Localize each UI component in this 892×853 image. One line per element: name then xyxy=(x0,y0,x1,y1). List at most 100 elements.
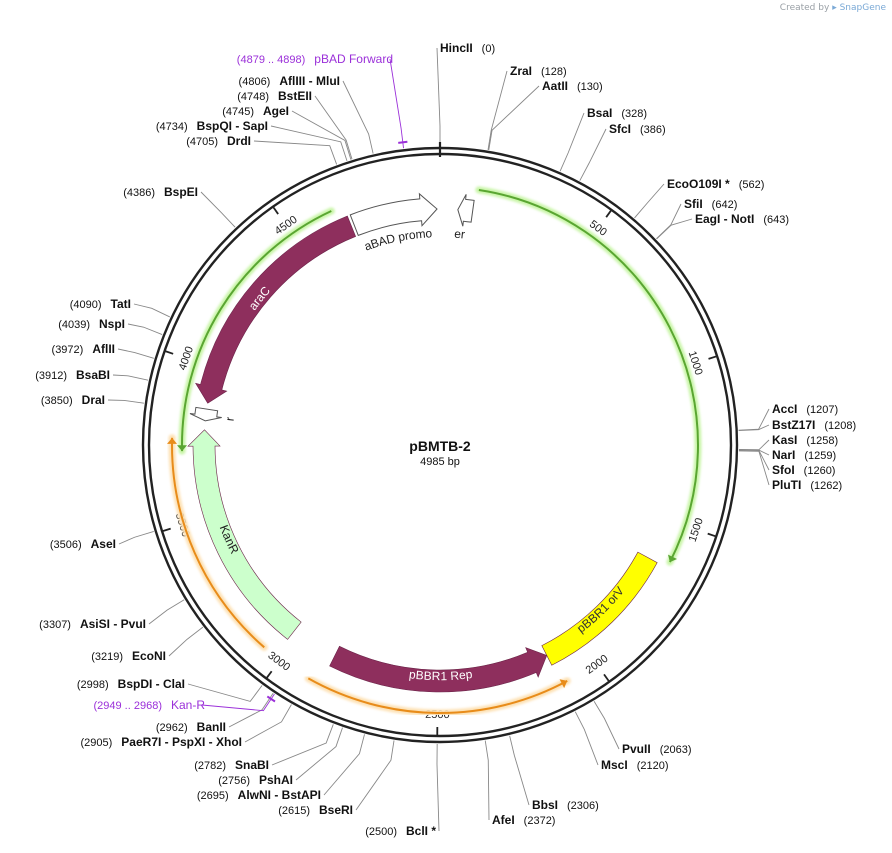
scale-tick xyxy=(165,350,174,355)
site-position: (2306) xyxy=(567,800,599,812)
primer-arc-arrowhead xyxy=(167,437,178,444)
site-name: MscI xyxy=(601,758,628,772)
feature-arabad-promoter-arrow[interactable] xyxy=(349,192,438,237)
restriction-site-label[interactable]: AlwNI - BstAPI (2695) xyxy=(197,788,321,802)
site-name: DrdI xyxy=(227,134,251,148)
feature-tonb-terminator-label: tonB terminator xyxy=(0,0,237,422)
site-name: NarI xyxy=(772,448,795,462)
site-name: BanII xyxy=(197,720,226,734)
site-leader-line xyxy=(271,724,334,766)
site-name: AccI xyxy=(772,402,797,416)
restriction-site-label[interactable]: AflIII - MluI(4806) xyxy=(239,74,340,88)
site-position: (2962) xyxy=(156,722,188,734)
restriction-site-label[interactable]: PluTI(1262) xyxy=(772,478,842,492)
restriction-site-label[interactable]: ZraI(128) xyxy=(510,64,567,78)
site-position: (2695) xyxy=(197,790,229,802)
restriction-site-label[interactable]: HincII(0) xyxy=(440,41,495,55)
site-name: AatII xyxy=(542,79,568,93)
site-name: AflII xyxy=(92,342,115,356)
site-leader-line xyxy=(342,80,374,154)
site-leader-line xyxy=(738,424,770,432)
site-name: pBAD Forward xyxy=(314,52,393,66)
restriction-site-label[interactable]: SnaBI(2782) xyxy=(194,758,269,772)
restriction-site-label[interactable]: BstZ17I(1208) xyxy=(772,418,856,432)
site-position: (3307) xyxy=(39,619,71,631)
restriction-site-label[interactable]: BsaI(328) xyxy=(587,106,647,120)
feature-arac-arrow[interactable] xyxy=(195,215,357,404)
restriction-site-label[interactable]: BclI *(2500) xyxy=(365,824,436,838)
restriction-site-label[interactable]: BsaBI(3912) xyxy=(35,368,110,382)
site-position: (4745) xyxy=(222,106,254,118)
site-leader-line xyxy=(117,348,154,359)
site-leader-line xyxy=(270,125,348,161)
site-leader-line xyxy=(133,303,171,318)
restriction-site-label[interactable]: NarI (1259) xyxy=(772,448,836,462)
feature-tonb-terminator-arrow[interactable] xyxy=(189,406,222,422)
restriction-site-label[interactable]: BstEII(4748) xyxy=(237,89,312,103)
restriction-site-label[interactable]: BbsI(2306) xyxy=(532,798,599,812)
site-leader-line xyxy=(244,704,292,743)
restriction-site-label[interactable]: AgeI(4745) xyxy=(222,104,289,118)
snapgene-logo-icon: ▸ xyxy=(832,3,837,13)
site-position: (2949 .. 2968) xyxy=(93,700,162,712)
primer-label[interactable]: pBAD Forward (4879 .. 4898) xyxy=(237,52,393,66)
restriction-site-label[interactable]: PaeR7I - PspXI - XhoI(2905) xyxy=(81,735,243,749)
site-position: (1259) xyxy=(804,450,836,462)
restriction-site-label[interactable]: NspI(4039) xyxy=(58,317,125,331)
restriction-site-label[interactable]: BanII (2962) xyxy=(156,720,226,734)
restriction-site-label[interactable]: AccI(1207) xyxy=(772,402,838,416)
restriction-site-label[interactable]: BspDI - ClaI(2998) xyxy=(77,677,185,691)
restriction-site-label[interactable]: AflII (3972) xyxy=(52,342,115,356)
site-leader-line xyxy=(291,110,352,160)
site-name: AflIII - MluI xyxy=(279,74,340,88)
restriction-site-label[interactable]: BseRI(2615) xyxy=(278,803,353,817)
restriction-site-label[interactable]: AseI(3506) xyxy=(50,537,116,551)
restriction-site-label[interactable]: EcoNI(3219) xyxy=(91,649,166,663)
site-name: BsaBI xyxy=(76,368,110,382)
restriction-site-label[interactable]: TatI(4090) xyxy=(70,297,131,311)
site-name: SfoI xyxy=(772,463,795,477)
primer-arc-arrowhead xyxy=(559,679,568,689)
feature-soxr-terminator-arrow[interactable] xyxy=(457,194,475,227)
site-position: (1208) xyxy=(824,420,856,432)
restriction-site-label[interactable]: BspEI(4386) xyxy=(123,185,198,199)
restriction-site-label[interactable]: KasI(1258) xyxy=(772,433,838,447)
site-leader-line xyxy=(593,701,620,750)
restriction-site-label[interactable]: SfiI(642) xyxy=(684,197,737,211)
site-leader-line xyxy=(187,683,263,702)
scale-tick xyxy=(605,210,612,218)
site-position: (4090) xyxy=(70,299,102,311)
restriction-site-label[interactable]: AatII(130) xyxy=(542,79,603,93)
restriction-site-label[interactable]: MscI(2120) xyxy=(601,758,668,772)
site-position: (562) xyxy=(739,179,765,191)
site-name: AlwNI - BstAPI xyxy=(238,788,321,802)
restriction-site-label[interactable]: DraI(3850) xyxy=(41,393,105,407)
primer-binding-arcs xyxy=(167,186,702,717)
restriction-site-label[interactable]: PvuII(2063) xyxy=(622,742,691,756)
site-name: BspEI xyxy=(164,185,198,199)
site-leader-line xyxy=(634,183,665,219)
restriction-site-label[interactable]: PshAI(2756) xyxy=(218,773,293,787)
feature-pbbr1-rep-arrow[interactable] xyxy=(329,645,548,693)
restriction-site-label[interactable]: SfcI(386) xyxy=(609,122,666,136)
snapgene-watermark: Created by ▸ SnapGene xyxy=(780,3,886,13)
feature-kanr-arrow[interactable] xyxy=(187,429,302,640)
restriction-site-label[interactable]: AsiSI - PvuI(3307) xyxy=(39,617,146,631)
restriction-site-label[interactable]: AfeI(2372) xyxy=(492,813,555,827)
restriction-site-label[interactable]: EagI - NotI(643) xyxy=(695,212,789,226)
site-position: (2615) xyxy=(278,805,310,817)
restriction-site-label[interactable]: BspQI - SapI(4734) xyxy=(156,119,268,133)
site-position: (4879 .. 4898) xyxy=(237,54,306,66)
site-leader-line xyxy=(487,70,508,150)
primer-arc xyxy=(307,677,568,714)
site-leader-lines xyxy=(107,47,770,832)
primer-label[interactable]: Kan-R(2949 .. 2968) xyxy=(93,698,205,712)
restriction-site-label[interactable]: SfoI(1260) xyxy=(772,463,835,477)
site-position: (0) xyxy=(482,43,495,55)
scale-tick-label: 3000 xyxy=(265,650,292,674)
site-name: SnaBI xyxy=(235,758,269,772)
restriction-site-label[interactable]: EcoO109I *(562) xyxy=(667,177,764,191)
site-position: (3972) xyxy=(52,344,84,356)
site-name: EcoNI xyxy=(132,649,166,663)
restriction-site-label[interactable]: DrdI(4705) xyxy=(186,134,251,148)
